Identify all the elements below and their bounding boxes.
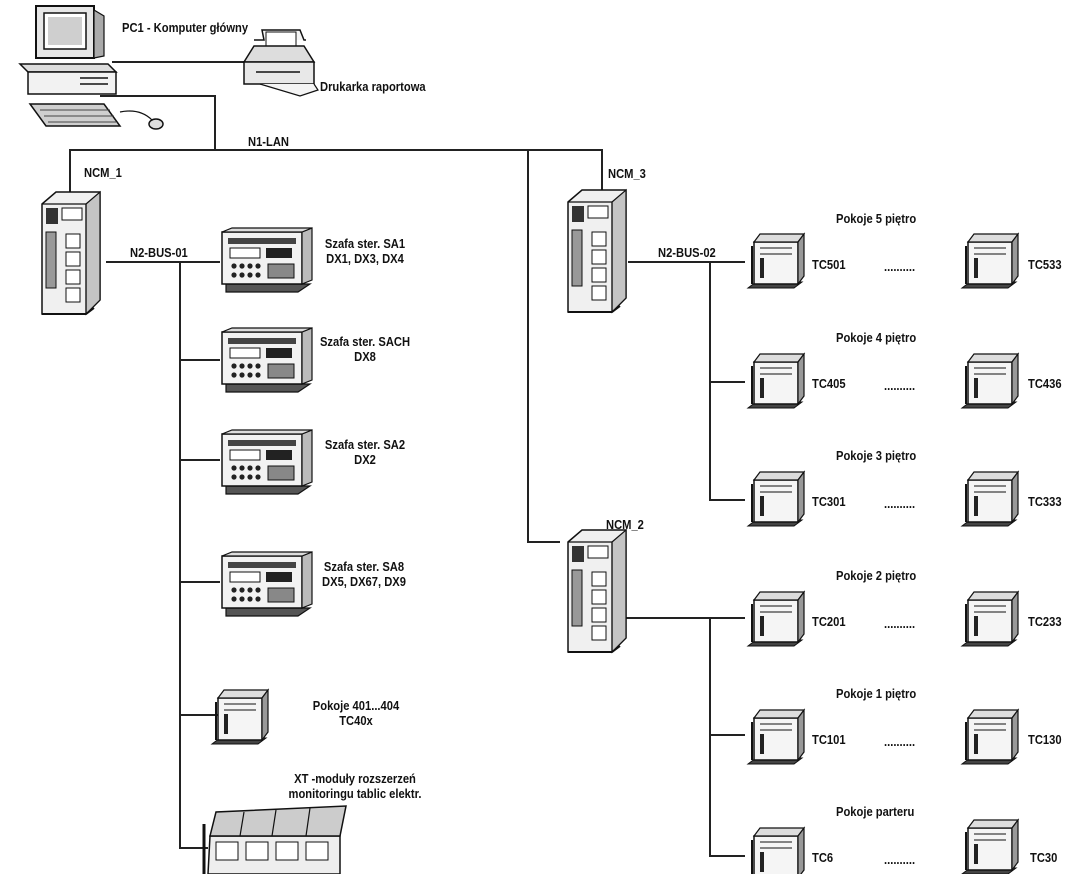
- floor2-first-tc: TC201: [812, 614, 846, 629]
- n2-bus-02-label: N2-BUS-02: [658, 245, 716, 260]
- cabinet-sa1-icon: [222, 228, 312, 292]
- cabinet-sa8-label: Szafa ster. SA8 DX5, DX67, DX9: [312, 559, 415, 589]
- tc-first-floor5-icon: [748, 234, 804, 288]
- rooms-40x-label: Pokoje 401...404 TC40x: [304, 698, 407, 728]
- floor4-last-tc: TC436: [1028, 376, 1062, 391]
- cabinet-sach-name: Szafa ster. SACH: [318, 334, 413, 349]
- cabinet-sa2-name: Szafa ster. SA2: [318, 437, 413, 452]
- cabinet-sa8-devices: DX5, DX67, DX9: [312, 574, 415, 589]
- tc-last-floor4-icon: [962, 354, 1018, 408]
- xt-modules-line1: XT -moduły rozszerzeń: [282, 771, 428, 786]
- floor2-title: Pokoje 2 piętro: [836, 568, 916, 583]
- cabinet-sa2-label: Szafa ster. SA2 DX2: [318, 437, 413, 467]
- floor4-first-tc: TC405: [812, 376, 846, 391]
- floor1-last-tc: TC130: [1028, 732, 1062, 747]
- tc-first-floor3-icon: [748, 472, 804, 526]
- cabinet-sach-icon: [222, 328, 312, 392]
- xt-modules-icon: [204, 806, 346, 874]
- tc-first-floor1-icon: [748, 710, 804, 764]
- tc-first-floor2-icon: [748, 592, 804, 646]
- xt-modules-label: XT -moduły rozszerzeń monitoringu tablic…: [282, 771, 428, 801]
- cabinet-sa8-icon: [222, 552, 312, 616]
- ncm-1-module-icon: [42, 192, 100, 314]
- floor3-title: Pokoje 3 piętro: [836, 448, 916, 463]
- cabinet-sa2-devices: DX2: [318, 452, 413, 467]
- cabinet-sa1-label: Szafa ster. SA1 DX1, DX3, DX4: [318, 236, 413, 266]
- printer-icon: [244, 30, 318, 96]
- tc-last-floor3-icon: [962, 472, 1018, 526]
- cabinet-sach-devices: DX8: [318, 349, 413, 364]
- floor5-last-tc: TC533: [1028, 257, 1062, 272]
- floor2-last-tc: TC233: [1028, 614, 1062, 629]
- n2-bus-01-label: N2-BUS-01: [130, 245, 188, 260]
- floor1-first-tc: TC101: [812, 732, 846, 747]
- floor5-title: Pokoje 5 piętro: [836, 211, 916, 226]
- ncm-3-module-icon: [568, 190, 626, 312]
- floor3-last-tc: TC333: [1028, 494, 1062, 509]
- cabinet-sa8-name: Szafa ster. SA8: [312, 559, 415, 574]
- floor0-last-tc: TC30: [1030, 850, 1057, 865]
- tc-first-floor4-icon: [748, 354, 804, 408]
- n1-lan-label: N1-LAN: [248, 134, 289, 149]
- floor0-dots: ..........: [884, 852, 915, 867]
- rooms-40x-range: Pokoje 401...404: [304, 698, 407, 713]
- ncm-2-module-icon: [568, 530, 626, 652]
- ncm-3-label: NCM_3: [608, 166, 646, 181]
- floor3-first-tc: TC301: [812, 494, 846, 509]
- cabinet-sa2-icon: [222, 430, 312, 494]
- tc-last-floor1-icon: [962, 710, 1018, 764]
- pc1-label: PC1 - Komputer główny: [122, 20, 248, 35]
- floor0-first-tc: TC6: [812, 850, 833, 865]
- floor3-dots: ..........: [884, 496, 915, 511]
- tc-last-floor0-icon: [962, 820, 1018, 874]
- cabinet-sa1-name: Szafa ster. SA1: [318, 236, 413, 251]
- tc-last-floor2-icon: [962, 592, 1018, 646]
- ncm-1-label: NCM_1: [84, 165, 122, 180]
- floor5-first-tc: TC501: [812, 257, 846, 272]
- room-controller-icon: [212, 690, 268, 744]
- floor1-dots: ..........: [884, 734, 915, 749]
- floor4-dots: ..........: [884, 378, 915, 393]
- floor4-title: Pokoje 4 piętro: [836, 330, 916, 345]
- cabinet-sa1-devices: DX1, DX3, DX4: [318, 251, 413, 266]
- floor0-title: Pokoje parteru: [836, 804, 914, 819]
- ncm-2-label: NCM_2: [606, 517, 644, 532]
- printer-label: Drukarka raportowa: [320, 79, 426, 94]
- floor2-dots: ..........: [884, 616, 915, 631]
- rooms-40x-device: TC40x: [304, 713, 407, 728]
- tc-first-floor0-icon: [748, 828, 804, 874]
- floor1-title: Pokoje 1 piętro: [836, 686, 916, 701]
- tc-last-floor5-icon: [962, 234, 1018, 288]
- cabinet-sach-label: Szafa ster. SACH DX8: [318, 334, 413, 364]
- xt-modules-line2: monitoringu tablic elektr.: [282, 786, 428, 801]
- floor5-dots: ..........: [884, 259, 915, 274]
